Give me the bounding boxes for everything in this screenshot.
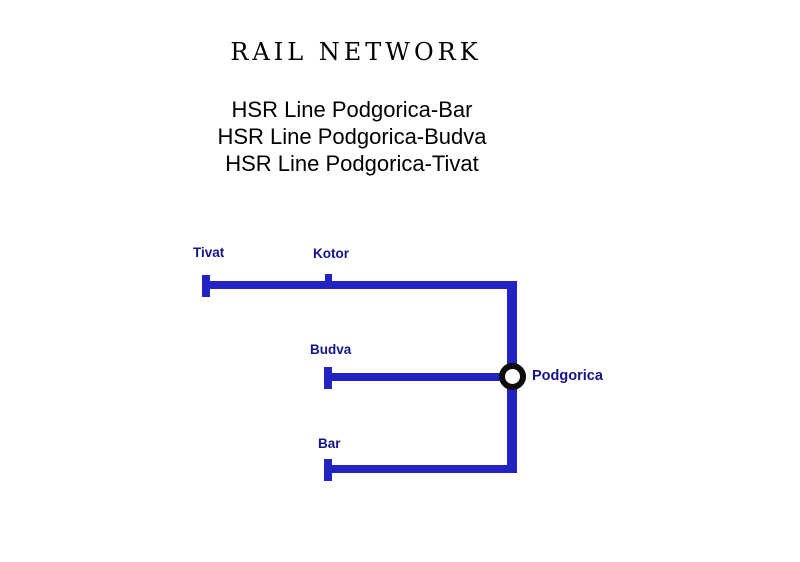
segment-tivat-kotor-podgorica [206, 281, 517, 289]
line-list-item: HSR Line Podgorica-Tivat [225, 151, 479, 176]
kotor-station-tick [325, 274, 332, 286]
station-label-tivat: Tivat [193, 245, 225, 260]
bar-terminal-marker [324, 459, 332, 481]
line-list: HSR Line Podgorica-Bar HSR Line Podgoric… [152, 96, 552, 177]
segment-budva-podgorica [327, 373, 513, 381]
tivat-terminal-marker [202, 275, 210, 297]
station-label-kotor: Kotor [313, 246, 349, 261]
budva-terminal-marker [324, 367, 332, 389]
station-label-budva: Budva [310, 342, 352, 357]
page-title: RAIL NETWORK [230, 38, 482, 66]
podgorica-hub-node [499, 363, 526, 390]
line-list-item: HSR Line Podgorica-Bar [231, 97, 473, 122]
station-label-bar: Bar [318, 436, 341, 451]
line-list-item: HSR Line Podgorica-Budva [217, 124, 487, 149]
segment-bar-podgorica [327, 465, 517, 473]
station-label-podgorica: Podgorica [532, 368, 603, 384]
